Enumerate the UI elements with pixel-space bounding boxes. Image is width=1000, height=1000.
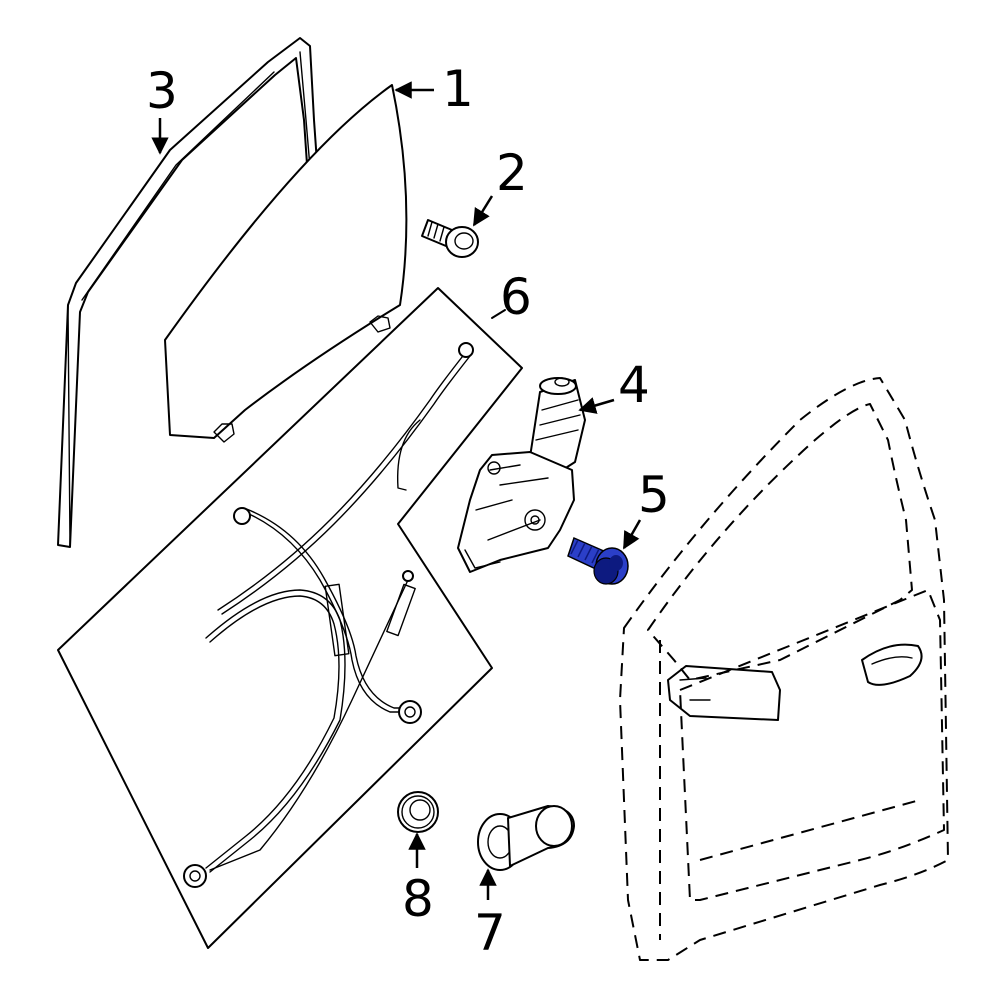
part-1-door-glass[interactable] (164, 84, 408, 443)
callout-5: 5 (638, 466, 670, 524)
callout-6: 6 (500, 268, 532, 326)
callout-3: 3 (146, 62, 178, 120)
part-2-glass-bolt[interactable] (421, 219, 479, 258)
part-8-grommet[interactable] (397, 791, 439, 833)
callout-1: 1 (442, 60, 474, 118)
callout-7: 7 (474, 904, 506, 962)
part-5-motor-bolt-highlighted[interactable] (567, 536, 629, 585)
part-6-regulator-kit[interactable] (57, 287, 523, 949)
door-shell-outline (619, 377, 949, 961)
part-7-handle[interactable] (477, 805, 575, 871)
leader-arrows (151, 81, 642, 900)
part-4-window-motor[interactable] (457, 377, 586, 573)
callout-4: 4 (618, 356, 650, 414)
callout-8: 8 (402, 870, 434, 928)
callout-2: 2 (496, 144, 528, 202)
